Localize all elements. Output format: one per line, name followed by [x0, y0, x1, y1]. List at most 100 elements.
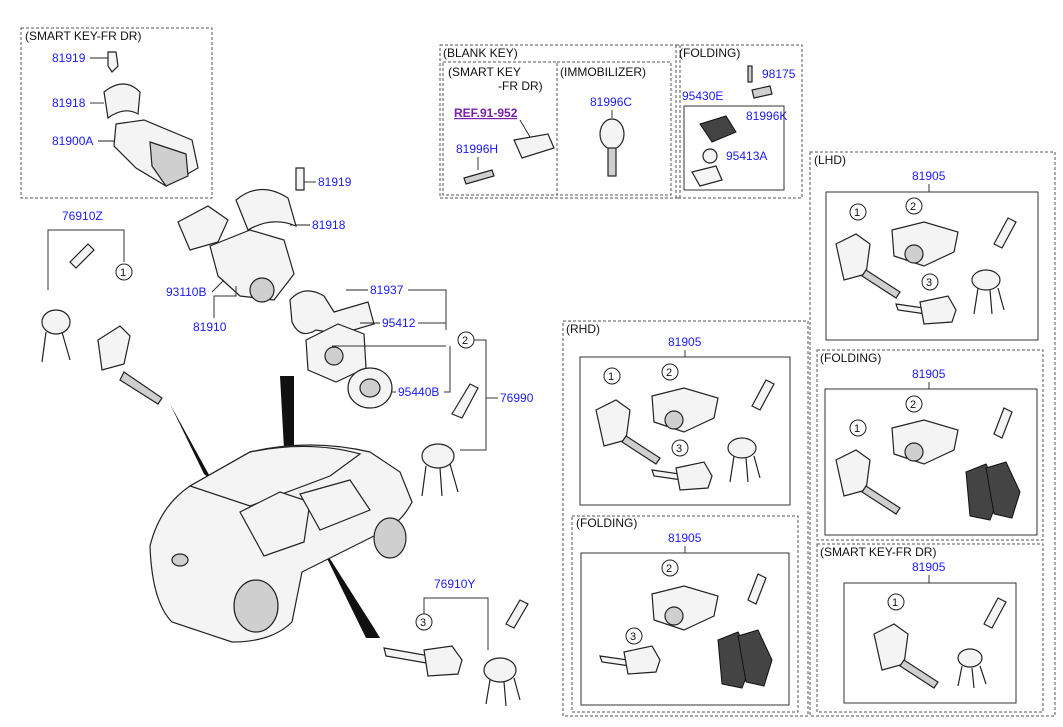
- key-pair-icon: [971, 269, 1001, 291]
- box-title-blank-key: (BLANK KEY): [443, 46, 518, 60]
- part-label-81910[interactable]: 81910: [193, 320, 227, 334]
- key-pair-icon: [957, 648, 983, 668]
- callout-1: 1: [887, 593, 905, 611]
- emergency-key-icon: [463, 169, 495, 185]
- part-label-81919[interactable]: 81919: [52, 51, 86, 65]
- bolt-icon: [295, 167, 305, 191]
- ignition-cylinder-icon: [651, 585, 719, 631]
- folding-blade-icon: [751, 85, 773, 99]
- door-cylinder-icon: [835, 233, 871, 281]
- key-tag-icon: [747, 573, 767, 605]
- box-title-smart-key-line2: -FR DR): [498, 79, 543, 93]
- part-label-81996c[interactable]: 81996C: [590, 95, 632, 109]
- box-title-rhd: (RHD): [566, 322, 600, 336]
- steering-lock-icon: [209, 229, 295, 301]
- ignition-assembly-group: 81919 81918 93110B 81910 81937 95412 954…: [166, 167, 534, 497]
- folding-top-group: (FOLDING) 98175 95430E 81996K 95413A: [675, 44, 803, 199]
- trunk-cylinder-icon: [675, 461, 713, 491]
- vehicle-illustration: [149, 376, 413, 643]
- key-head-icon: [41, 309, 71, 335]
- key-tag-icon: [69, 243, 95, 269]
- module-icon: [177, 205, 229, 251]
- door-lock-76910y-group: 76910Y 3: [383, 577, 529, 707]
- svg-text:3: 3: [676, 443, 682, 455]
- trunk-cylinder-icon: [919, 295, 957, 325]
- part-label-76910y[interactable]: 76910Y: [434, 577, 475, 591]
- svg-text:1: 1: [608, 371, 614, 383]
- ref-link-91-952[interactable]: REF.91-952: [454, 106, 518, 120]
- callout-2: 2: [661, 363, 679, 381]
- key-pair-icon: [483, 657, 517, 683]
- part-label-98175[interactable]: 98175: [762, 67, 796, 81]
- wiring-connector-icon: [289, 290, 375, 335]
- door-lock-76910z-group: 76910Z 1: [41, 209, 163, 405]
- folding-key-fob-icon: [699, 115, 737, 143]
- box-title-immobilizer: (IMMOBILIZER): [560, 65, 646, 79]
- svg-text:2: 2: [910, 399, 916, 411]
- svg-text:1: 1: [854, 423, 860, 435]
- part-label-95412[interactable]: 95412: [382, 316, 416, 330]
- part-label-95440b[interactable]: 95440B: [398, 385, 439, 399]
- box-title-folding: (FOLDING): [679, 46, 740, 60]
- svg-text:3: 3: [420, 617, 426, 629]
- key-tag-icon: [451, 383, 479, 419]
- box-title-smart-key-fr-dr: (SMART KEY-FR DR): [25, 29, 141, 43]
- smart-key-fob-icon: [513, 133, 555, 159]
- part-label-81996h[interactable]: 81996H: [456, 142, 498, 156]
- svg-text:3: 3: [926, 277, 932, 289]
- ignition-cylinder-icon: [891, 419, 959, 465]
- svg-text:1: 1: [854, 207, 860, 219]
- part-label-81918-b[interactable]: 81918: [312, 218, 346, 232]
- callout-1: 1: [603, 367, 621, 385]
- smart-key-fr-dr-group: (SMART KEY-FR DR) 81919 81918 81900A: [20, 27, 213, 199]
- callout-3: 3: [921, 273, 939, 291]
- part-label-81900a[interactable]: 81900A: [52, 134, 93, 148]
- cover-icon: [103, 83, 141, 120]
- ignition-cylinder-icon: [651, 387, 719, 433]
- box-title-lhd: (LHD): [814, 153, 846, 167]
- rear-wheel-icon: [233, 579, 279, 633]
- battery-icon: [702, 148, 718, 164]
- svg-text:2: 2: [462, 335, 468, 347]
- key-tag-icon: [993, 217, 1017, 249]
- part-label-81918[interactable]: 81918: [52, 96, 86, 110]
- part-label-93110b[interactable]: 93110B: [166, 285, 206, 299]
- part-label-81919-b[interactable]: 81919: [318, 175, 352, 189]
- part-label-81996k[interactable]: 81996K: [746, 109, 787, 123]
- key-pair-icon: [421, 443, 455, 469]
- door-cylinder-icon: [873, 623, 909, 671]
- svg-text:1: 1: [892, 597, 898, 609]
- front-wheel-icon: [373, 517, 407, 559]
- part-label-81905-rhd-folding[interactable]: 81905: [668, 531, 702, 545]
- svg-text:2: 2: [666, 367, 672, 379]
- trunk-cylinder-icon: [623, 645, 661, 675]
- callout-1: 1: [115, 263, 133, 281]
- key-tag-icon: [505, 599, 529, 629]
- part-label-81905-rhd[interactable]: 81905: [668, 335, 702, 349]
- part-label-81905-lhd-smart-key[interactable]: 81905: [912, 560, 946, 574]
- callout-3: 3: [415, 613, 433, 631]
- key-tag-icon: [751, 379, 775, 411]
- svg-text:3: 3: [630, 631, 636, 643]
- part-label-76910z[interactable]: 76910Z: [62, 209, 103, 223]
- part-label-76990[interactable]: 76990: [500, 391, 534, 405]
- box-title-lhd-folding: (FOLDING): [820, 351, 881, 365]
- part-label-81905-lhd[interactable]: 81905: [912, 169, 946, 183]
- box-title-smart-key-line1: (SMART KEY: [448, 65, 521, 79]
- part-label-95413a[interactable]: 95413A: [726, 149, 767, 163]
- key-pair-icon: [727, 437, 757, 459]
- door-cylinder-icon: [595, 399, 631, 447]
- screw-icon: [107, 51, 119, 73]
- box-title-rhd-folding: (FOLDING): [576, 516, 637, 530]
- immobilizer-key-icon: [599, 118, 625, 150]
- callout-1: 1: [849, 419, 867, 437]
- door-cylinder-icon: [97, 325, 131, 371]
- part-label-81937[interactable]: 81937: [370, 283, 404, 297]
- part-label-95430e[interactable]: 95430E: [682, 89, 723, 103]
- callout-1: 1: [849, 203, 867, 221]
- svg-text:2: 2: [910, 201, 916, 213]
- callout-2: 2: [661, 559, 679, 577]
- part-label-81905-lhd-folding[interactable]: 81905: [912, 367, 946, 381]
- pin-icon: [747, 65, 753, 83]
- callout-2: 2: [457, 331, 475, 349]
